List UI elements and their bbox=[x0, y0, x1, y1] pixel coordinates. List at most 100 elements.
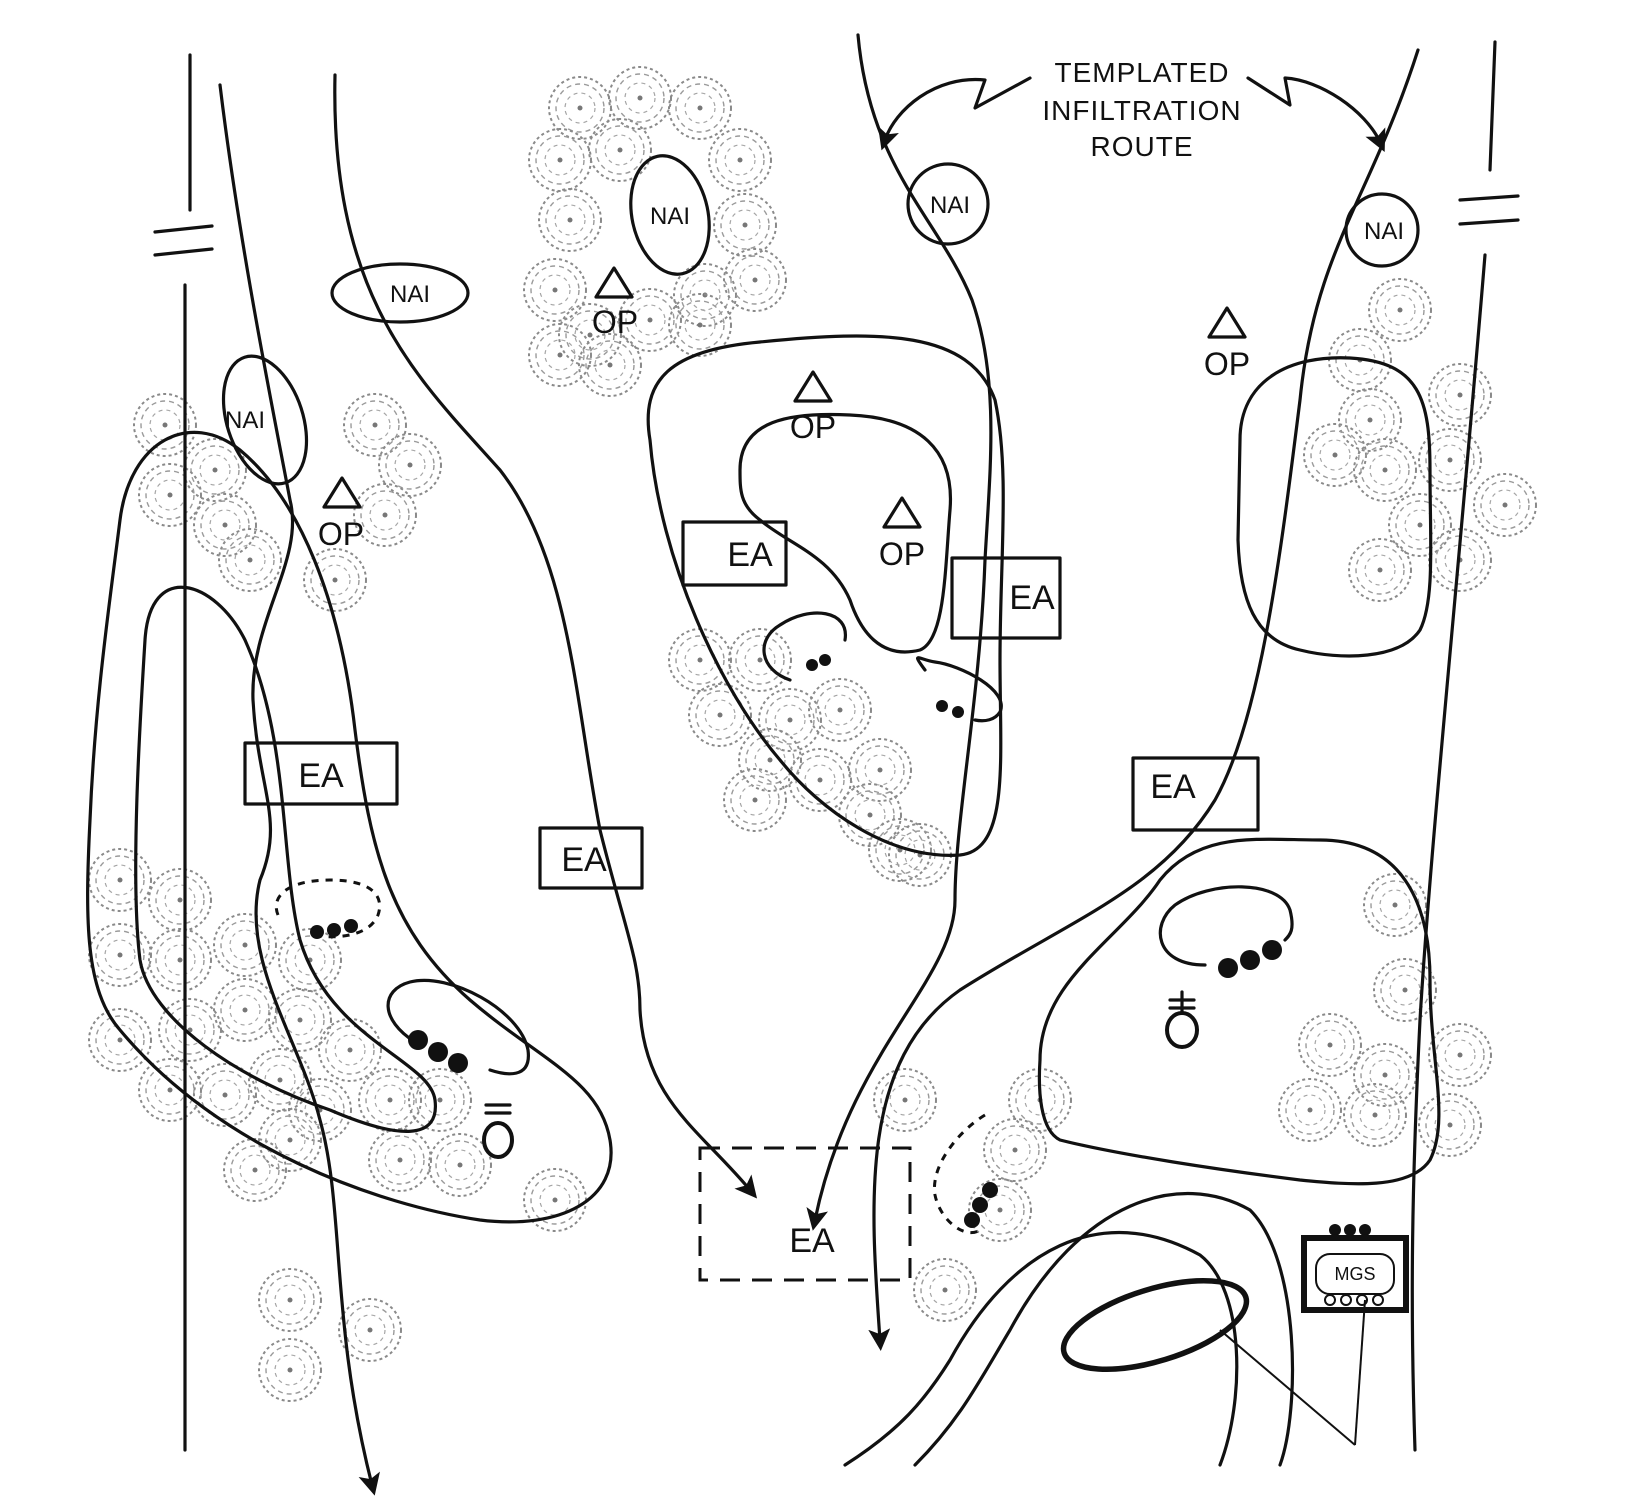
observation-post-triangle-icon bbox=[322, 476, 362, 509]
tree-cluster-icon bbox=[808, 678, 872, 742]
svg-text:EA: EA bbox=[1150, 768, 1196, 806]
mgs-target-ellipse bbox=[1060, 1278, 1250, 1372]
ea-boxes: EA EA EA EA EA EA bbox=[243, 520, 1260, 1260]
note-line-2: INFILTRATION bbox=[1042, 95, 1241, 126]
op-center-upper: OP bbox=[790, 370, 836, 445]
tree-cluster-icon bbox=[1278, 1078, 1342, 1142]
tree-cluster-icon bbox=[378, 433, 442, 497]
tree-cluster-icon bbox=[1348, 538, 1412, 602]
tree-cluster-icon bbox=[318, 1018, 382, 1082]
ea-left: EA bbox=[243, 741, 399, 806]
tree-cluster-icon bbox=[523, 258, 587, 322]
nai-right-top: NAI bbox=[1344, 192, 1420, 268]
op-vegetation-top: OP bbox=[592, 266, 638, 340]
fighting-position-dots-icon bbox=[1158, 885, 1294, 978]
tree-cluster-icon bbox=[1373, 958, 1437, 1022]
fighting-position-dots-icon bbox=[932, 1113, 998, 1234]
svg-text:OP: OP bbox=[790, 409, 836, 445]
tree-cluster-icon bbox=[88, 1008, 152, 1072]
fighting-position-dots-icon bbox=[1329, 1224, 1371, 1236]
tree-cluster-icon bbox=[1353, 1043, 1417, 1107]
route-lines bbox=[218, 33, 1420, 1496]
op-right: OP bbox=[1204, 306, 1250, 382]
vegetation-layer bbox=[88, 66, 1537, 1402]
op-markers: OP OP OP OP OP bbox=[318, 266, 1250, 572]
nai-left-upper: NAI bbox=[330, 262, 470, 324]
tree-cluster-icon bbox=[838, 783, 902, 847]
tree-cluster-icon bbox=[138, 463, 202, 527]
boundary-break-icon bbox=[1458, 194, 1520, 226]
op-center-lower: OP bbox=[879, 496, 925, 572]
observation-post-triangle-icon bbox=[594, 266, 634, 299]
tree-cluster-icon bbox=[218, 528, 282, 592]
tree-cluster-icon bbox=[588, 118, 652, 182]
tree-cluster-icon bbox=[358, 1068, 422, 1132]
tree-cluster-icon bbox=[213, 978, 277, 1042]
svg-text:NAI: NAI bbox=[650, 203, 690, 230]
fighting-position-dots-icon bbox=[916, 656, 1003, 723]
tree-cluster-icon bbox=[428, 1133, 492, 1197]
tree-cluster-icon bbox=[258, 1108, 322, 1172]
svg-text:EA: EA bbox=[1009, 579, 1055, 617]
crew-served-weapon-icon bbox=[1165, 990, 1199, 1049]
tree-cluster-icon bbox=[268, 988, 332, 1052]
tree-cluster-icon bbox=[528, 128, 592, 192]
svg-text:EA: EA bbox=[298, 757, 344, 795]
tree-cluster-icon bbox=[668, 628, 732, 692]
ea-center-right: EA bbox=[950, 556, 1062, 640]
tree-cluster-icon bbox=[1338, 388, 1402, 452]
area-outlines bbox=[86, 334, 1441, 1282]
ea-center-left: EA bbox=[681, 520, 788, 587]
tree-cluster-icon bbox=[1303, 423, 1367, 487]
tree-cluster-icon bbox=[873, 1068, 937, 1132]
tree-cluster-icon bbox=[223, 1138, 287, 1202]
tree-cluster-icon bbox=[1388, 493, 1452, 557]
nai-left-lower: NAI bbox=[221, 354, 309, 486]
tree-cluster-icon bbox=[133, 393, 197, 457]
tree-cluster-icon bbox=[1428, 363, 1492, 427]
tree-cluster-icon bbox=[983, 1118, 1047, 1182]
tree-cluster-icon bbox=[723, 768, 787, 832]
ea-planned-label: EA bbox=[789, 1222, 835, 1260]
tree-cluster-icon bbox=[1418, 1093, 1482, 1157]
tree-cluster-icon bbox=[408, 1068, 472, 1132]
tree-cluster-icon bbox=[343, 393, 407, 457]
tree-cluster-icon bbox=[88, 923, 152, 987]
tree-cluster-icon bbox=[868, 818, 932, 882]
center-area bbox=[646, 334, 1005, 857]
right-upper-area bbox=[1236, 356, 1433, 658]
tree-cluster-icon bbox=[538, 188, 602, 252]
observation-post-triangle-icon bbox=[793, 370, 833, 403]
tree-cluster-icon bbox=[688, 683, 752, 747]
nai-center-top: NAI bbox=[906, 162, 990, 246]
tree-cluster-icon bbox=[1473, 473, 1537, 537]
right-lower-area bbox=[1037, 837, 1441, 1186]
op-left: OP bbox=[318, 476, 364, 552]
tree-cluster-icon bbox=[1298, 1013, 1362, 1077]
tree-cluster-icon bbox=[193, 493, 257, 557]
tree-cluster-icon bbox=[88, 848, 152, 912]
tree-cluster-icon bbox=[1368, 278, 1432, 342]
boundary-break-icon bbox=[153, 224, 214, 257]
tree-cluster-icon bbox=[668, 76, 732, 140]
fighting-positions bbox=[274, 611, 1371, 1236]
observation-post-triangle-icon bbox=[1207, 306, 1247, 339]
tree-cluster-icon bbox=[723, 248, 787, 312]
tree-cluster-icon bbox=[258, 1338, 322, 1402]
left-outer-area bbox=[86, 430, 613, 1224]
tree-cluster-icon bbox=[728, 628, 792, 692]
svg-text:NAI: NAI bbox=[225, 407, 265, 434]
left-boundary bbox=[153, 53, 214, 1452]
tree-cluster-icon bbox=[148, 928, 212, 992]
svg-text:OP: OP bbox=[879, 536, 925, 572]
tree-cluster-icon bbox=[708, 128, 772, 192]
crew-served-weapon-icon bbox=[482, 1103, 514, 1159]
tree-cluster-icon bbox=[138, 1058, 202, 1122]
svg-text:NAI: NAI bbox=[390, 281, 430, 308]
note-line-3: ROUTE bbox=[1091, 131, 1194, 162]
svg-text:NAI: NAI bbox=[930, 192, 970, 219]
fighting-position-dots-icon bbox=[386, 978, 530, 1076]
right-boundary bbox=[1410, 40, 1520, 1452]
templated-route-note: TEMPLATED INFILTRATION ROUTE bbox=[878, 57, 1386, 162]
